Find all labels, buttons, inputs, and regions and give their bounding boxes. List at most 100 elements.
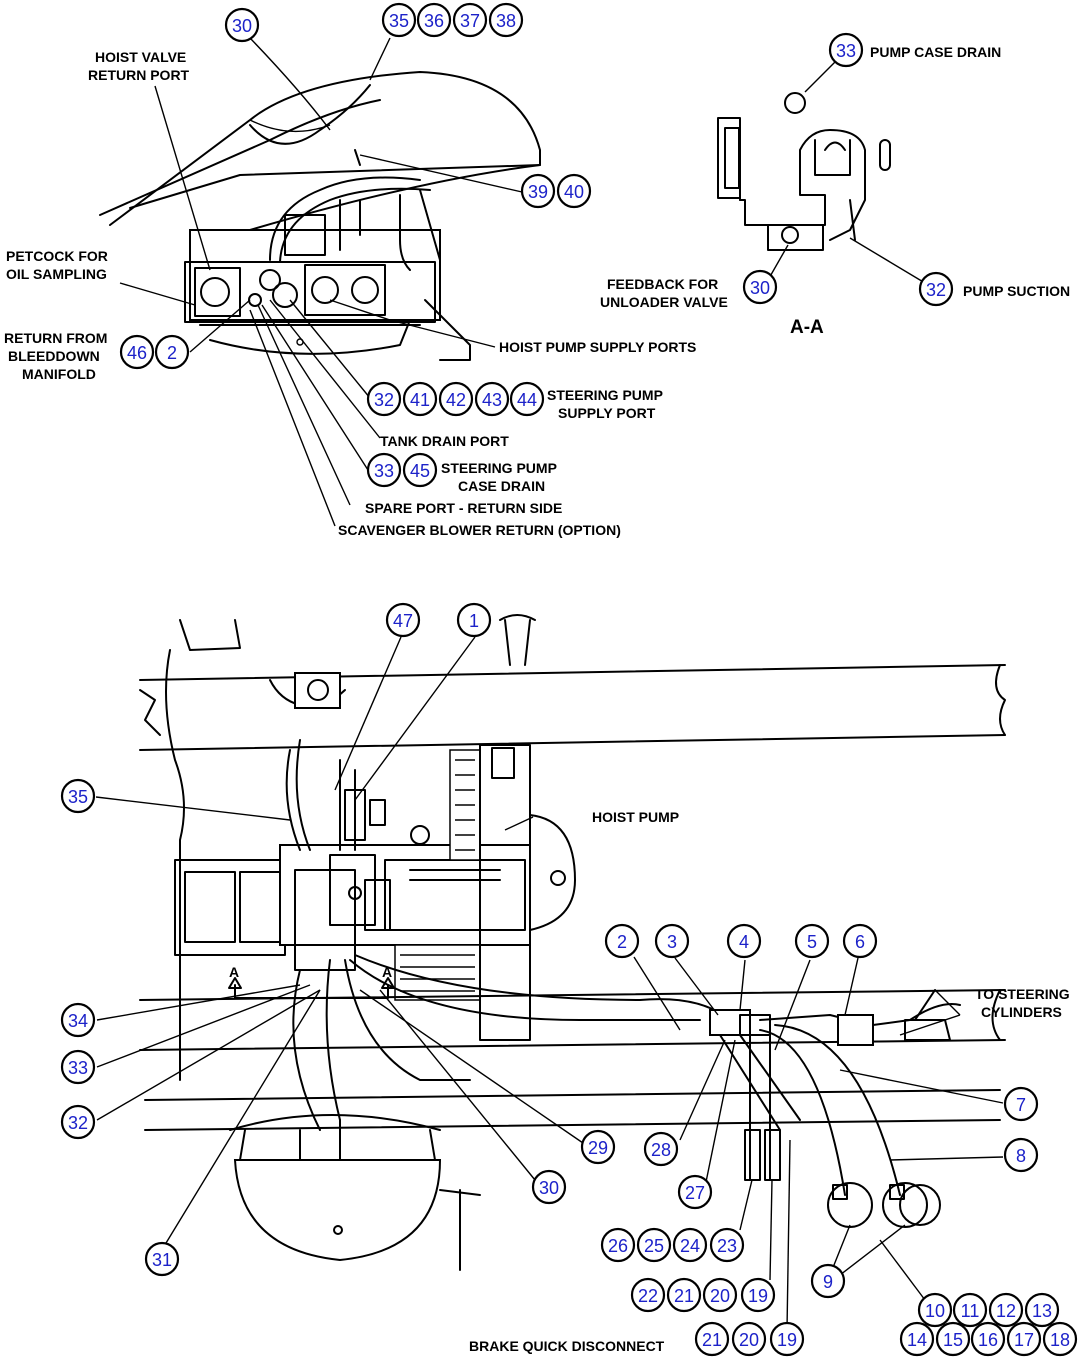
callout-number: 30 <box>539 1178 559 1198</box>
callout-number: 35 <box>68 787 88 807</box>
hydraulic-tank-view <box>99 71 541 361</box>
callout-number: 43 <box>482 390 502 410</box>
callout-21: 21 <box>666 1277 702 1313</box>
callout-number: 21 <box>702 1330 722 1350</box>
callout-circle <box>828 32 864 68</box>
section-a-a-view <box>717 92 891 251</box>
callout-number: 36 <box>424 11 444 31</box>
callout-number: 24 <box>680 1236 700 1256</box>
callout-14: 14 <box>899 1321 935 1357</box>
callout-circle <box>604 923 640 959</box>
callout-32: 32 <box>366 381 402 417</box>
label-cylinders: CYLINDERS <box>981 1004 1062 1020</box>
callout-number: 32 <box>926 280 946 300</box>
callout-number: 11 <box>961 1301 980 1321</box>
label-steering-pump-case: STEERING PUMP <box>441 460 557 476</box>
callout-number: 30 <box>750 278 770 298</box>
callout-number: 20 <box>739 1330 759 1350</box>
callout-number: 29 <box>588 1138 608 1158</box>
label-to-steering: TO STEERING <box>975 986 1070 1002</box>
callout-9: 9 <box>810 1263 846 1299</box>
callout-circle <box>60 1049 96 1085</box>
callout-number: 45 <box>410 461 430 481</box>
callout-18: 18 <box>1042 1321 1078 1357</box>
callout-circle <box>677 1174 713 1210</box>
callout-35: 35 <box>60 778 96 814</box>
callout-number: 31 <box>152 1250 172 1270</box>
callout-number: 2 <box>617 932 627 952</box>
callout-10: 10 <box>917 1292 953 1328</box>
callout-42: 42 <box>438 381 474 417</box>
callout-circle <box>416 2 452 38</box>
callout-number: 20 <box>710 1286 730 1306</box>
callout-11: 11 <box>952 1292 988 1328</box>
callout-number: 19 <box>748 1286 768 1306</box>
callout-39: 39 <box>520 173 556 209</box>
callout-circle <box>600 1227 636 1263</box>
callout-number: 1 <box>469 611 479 631</box>
callout-33: 33 <box>828 32 864 68</box>
callout-number: 4 <box>739 932 749 952</box>
callout-circle <box>556 173 592 209</box>
label-hoist-valve: HOIST VALVE <box>95 49 186 65</box>
callout-47: 47 <box>385 602 421 638</box>
callout-circle <box>1024 1292 1060 1328</box>
callout-17: 17 <box>1006 1321 1042 1357</box>
callout-3: 3 <box>654 923 690 959</box>
callout-number: 17 <box>1014 1330 1034 1350</box>
label-oil-sampling: OIL SAMPLING <box>6 266 107 282</box>
callout-30: 30 <box>531 1169 567 1205</box>
callout-number: 14 <box>907 1330 927 1350</box>
label-return-from: RETURN FROM <box>4 330 107 346</box>
callout-circle <box>654 923 690 959</box>
callout-circle <box>918 271 954 307</box>
callout-circle <box>726 923 762 959</box>
callout-26: 26 <box>600 1227 636 1263</box>
callout-circle <box>452 2 488 38</box>
label-unloader-valve: UNLOADER VALVE <box>600 294 728 310</box>
callout-5: 5 <box>794 923 830 959</box>
callout-circle <box>970 1321 1006 1357</box>
callout-circle <box>402 452 438 488</box>
callout-38: 38 <box>488 2 524 38</box>
label-supply-port: SUPPLY PORT <box>558 405 656 421</box>
callout-circle <box>520 173 556 209</box>
frame-view <box>139 614 1006 1271</box>
callout-36: 36 <box>416 2 452 38</box>
callout-15: 15 <box>935 1321 971 1357</box>
callout-number: 26 <box>608 1236 628 1256</box>
label-case-drain: CASE DRAIN <box>458 478 545 494</box>
callout-33: 33 <box>366 452 402 488</box>
callout-number: 32 <box>68 1113 88 1133</box>
callout-2: 2 <box>154 334 190 370</box>
frame-leaders <box>95 636 1004 1331</box>
callout-number: 47 <box>393 611 413 631</box>
callout-29: 29 <box>580 1129 616 1165</box>
callout-25: 25 <box>636 1227 672 1263</box>
callout-number: 9 <box>823 1272 833 1292</box>
callout-circle <box>366 452 402 488</box>
callout-circle <box>60 778 96 814</box>
callout-35: 35 <box>381 2 417 38</box>
label-petcock: PETCOCK FOR <box>6 248 108 264</box>
callout-34: 34 <box>60 1002 96 1038</box>
callout-number: 44 <box>517 390 537 410</box>
callout-circle <box>60 1002 96 1038</box>
callout-number: 22 <box>638 1286 658 1306</box>
callout-46: 46 <box>119 334 155 370</box>
callout-circle <box>672 1227 708 1263</box>
label-hoist-valve-return-port: RETURN PORT <box>88 67 190 83</box>
callout-number: 15 <box>943 1330 963 1350</box>
label-spare-port: SPARE PORT - RETURN SIDE <box>365 500 562 516</box>
callout-number: 28 <box>651 1140 671 1160</box>
callout-number: 34 <box>68 1011 88 1031</box>
section-a-a-leaders <box>767 61 926 284</box>
label-steering-pump-supply: STEERING PUMP <box>547 387 663 403</box>
callout-37: 37 <box>452 2 488 38</box>
callout-43: 43 <box>474 381 510 417</box>
callout-number: 21 <box>674 1286 694 1306</box>
callout-circle <box>438 381 474 417</box>
callout-number: 41 <box>410 390 430 410</box>
callout-circle <box>1042 1321 1078 1357</box>
callout-circle <box>810 1263 846 1299</box>
